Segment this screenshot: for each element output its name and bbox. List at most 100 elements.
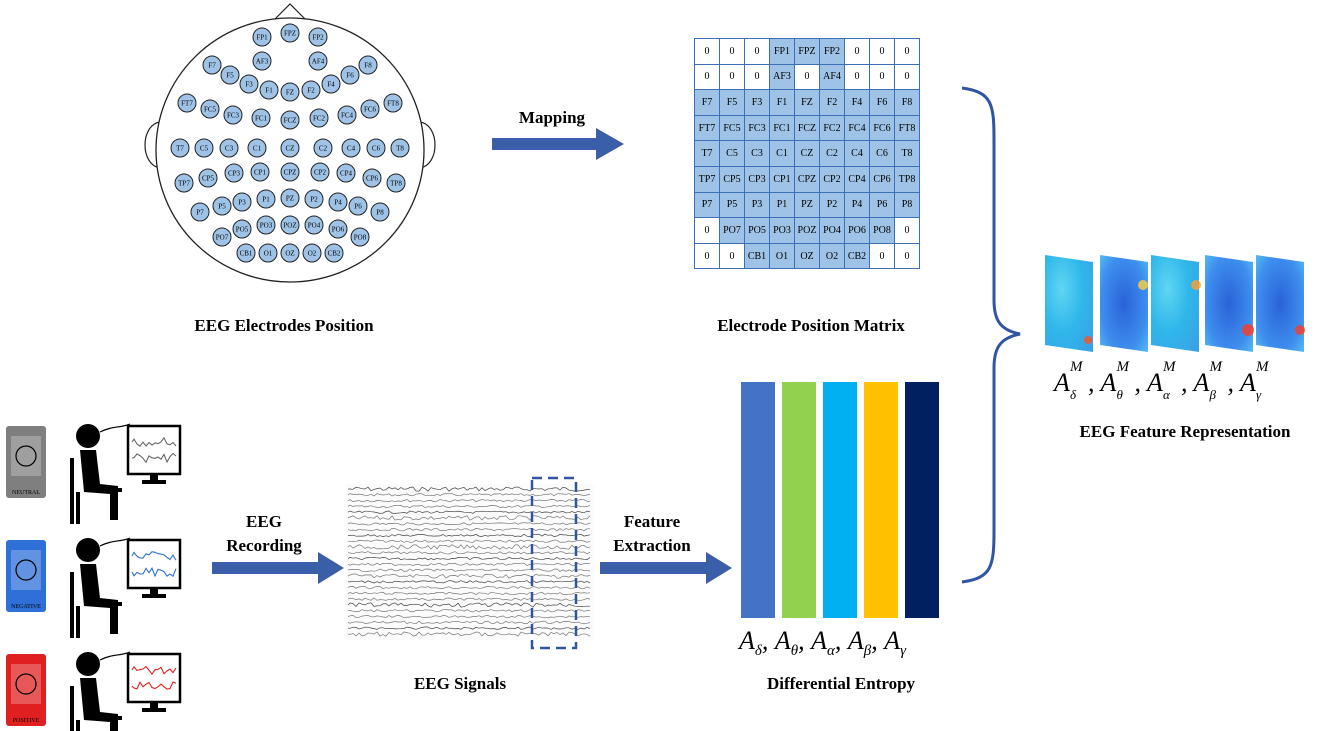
electrode-label: CB2	[328, 250, 341, 258]
band-symbol: A	[774, 626, 791, 655]
eeg-waveform	[131, 665, 177, 676]
eeg-trace	[347, 539, 591, 543]
electrode-label: FCZ	[284, 117, 297, 125]
eeg-signals-panel	[346, 476, 594, 650]
band-subscript: α	[827, 643, 835, 660]
electrode: P5	[212, 196, 232, 216]
electrode-dot	[251, 108, 271, 128]
mapping-arrow-shaft	[492, 138, 596, 150]
electrode-label: O1	[264, 250, 273, 258]
electrode-label: FC6	[364, 106, 377, 114]
separator: ,	[1181, 368, 1188, 397]
band-term: Aδ	[739, 626, 762, 659]
eeg-trace	[347, 602, 590, 608]
matrix-cell: 0	[894, 63, 920, 91]
electrode-label: PO3	[260, 222, 273, 230]
electrode: P2	[304, 189, 324, 209]
eeg-trace	[347, 626, 591, 630]
matrix-cell: C4	[844, 140, 870, 167]
entropy-bar	[823, 382, 857, 618]
electrode-label: CP5	[202, 175, 215, 183]
electrode-dot	[202, 55, 222, 75]
feature-map-hotspot	[1191, 280, 1201, 290]
electrode-dot	[328, 192, 348, 212]
eeg-trace	[347, 591, 591, 596]
electrode-cable	[99, 423, 131, 433]
matrix-cell: CP6	[869, 165, 895, 193]
entropy-bars	[741, 382, 939, 618]
electrode: FCZ	[280, 110, 300, 130]
electrode-label: T8	[396, 145, 404, 153]
band-subscript: γ	[900, 643, 907, 660]
electrode-dot	[337, 105, 357, 125]
matrix-cell: F3	[744, 89, 770, 116]
electrode: O2	[302, 243, 322, 263]
separator: ,	[871, 626, 885, 655]
label-electrodes-position: EEG Electrodes Position	[194, 316, 374, 335]
matrix-cell: P3	[744, 191, 770, 219]
eeg-waveform	[131, 551, 177, 561]
electrode-label: FZ	[286, 89, 294, 97]
electrode-label: AF4	[312, 58, 325, 66]
matrix-cell: P1	[769, 191, 795, 219]
electrode-dot	[366, 138, 386, 158]
rep-superscript: M	[1070, 359, 1083, 375]
eeg-waveform	[131, 436, 177, 447]
electrode-label: CZ	[286, 145, 295, 153]
matrix-cell: OZ	[794, 242, 820, 270]
feature-map-gamma	[1256, 255, 1304, 352]
separator: ,	[1088, 368, 1095, 397]
extraction-arrow-shaft	[600, 562, 706, 574]
chair-seat	[96, 716, 122, 720]
band-symbol: A	[811, 626, 828, 655]
matrix-cell: FC3	[744, 114, 770, 142]
electrode: F3	[239, 74, 259, 94]
electrode-label: AF3	[256, 58, 269, 66]
electrode-dot	[174, 173, 194, 193]
electrode: F6	[340, 65, 360, 85]
electrode-dot	[350, 227, 370, 247]
rep-superscript: M	[1163, 359, 1176, 375]
electrode-dot	[232, 192, 252, 212]
matrix-cell: 0	[894, 242, 920, 270]
person-head	[76, 424, 100, 448]
electrode-label: C1	[253, 145, 262, 153]
electrode: PZ	[280, 188, 300, 208]
matrix-cell: CP2	[819, 165, 845, 193]
matrix-cell: CB1	[744, 242, 770, 270]
chair-back	[70, 572, 74, 638]
electrode-label: FT8	[387, 100, 399, 108]
rep-symbol: A	[1193, 368, 1210, 397]
electrode: FC5	[200, 99, 220, 119]
stimulus-monitor: POSITIVE	[6, 654, 46, 726]
matrix-cell: PO4	[819, 217, 845, 244]
electrode-label: T7	[176, 145, 184, 153]
eeg-trace	[347, 609, 591, 613]
electrode-label: P1	[262, 196, 270, 204]
label-feature-representation: EEG Feature Representation	[1079, 422, 1291, 441]
electrode: P3	[232, 192, 252, 212]
eeg-trace	[347, 544, 591, 550]
electrode-label: FC4	[341, 112, 354, 120]
electrode-label: OZ	[285, 250, 294, 258]
matrix-cell: 0	[744, 38, 770, 65]
electrode: CP3	[224, 163, 244, 183]
electrode: C2	[313, 138, 333, 158]
electrode: CB1	[236, 243, 256, 263]
matrix-cell: CB2	[844, 242, 870, 270]
band-symbol: A	[739, 626, 755, 655]
matrix-cell: F1	[769, 89, 795, 116]
mapping-arrow	[492, 128, 624, 160]
electrode: F4	[321, 74, 341, 94]
eeg-trace	[347, 504, 591, 508]
electrode-dot	[250, 162, 270, 182]
electrode-dot	[313, 138, 333, 158]
stimulus-tag: NEUTRAL	[12, 490, 40, 496]
electrode: FP1	[252, 27, 272, 47]
